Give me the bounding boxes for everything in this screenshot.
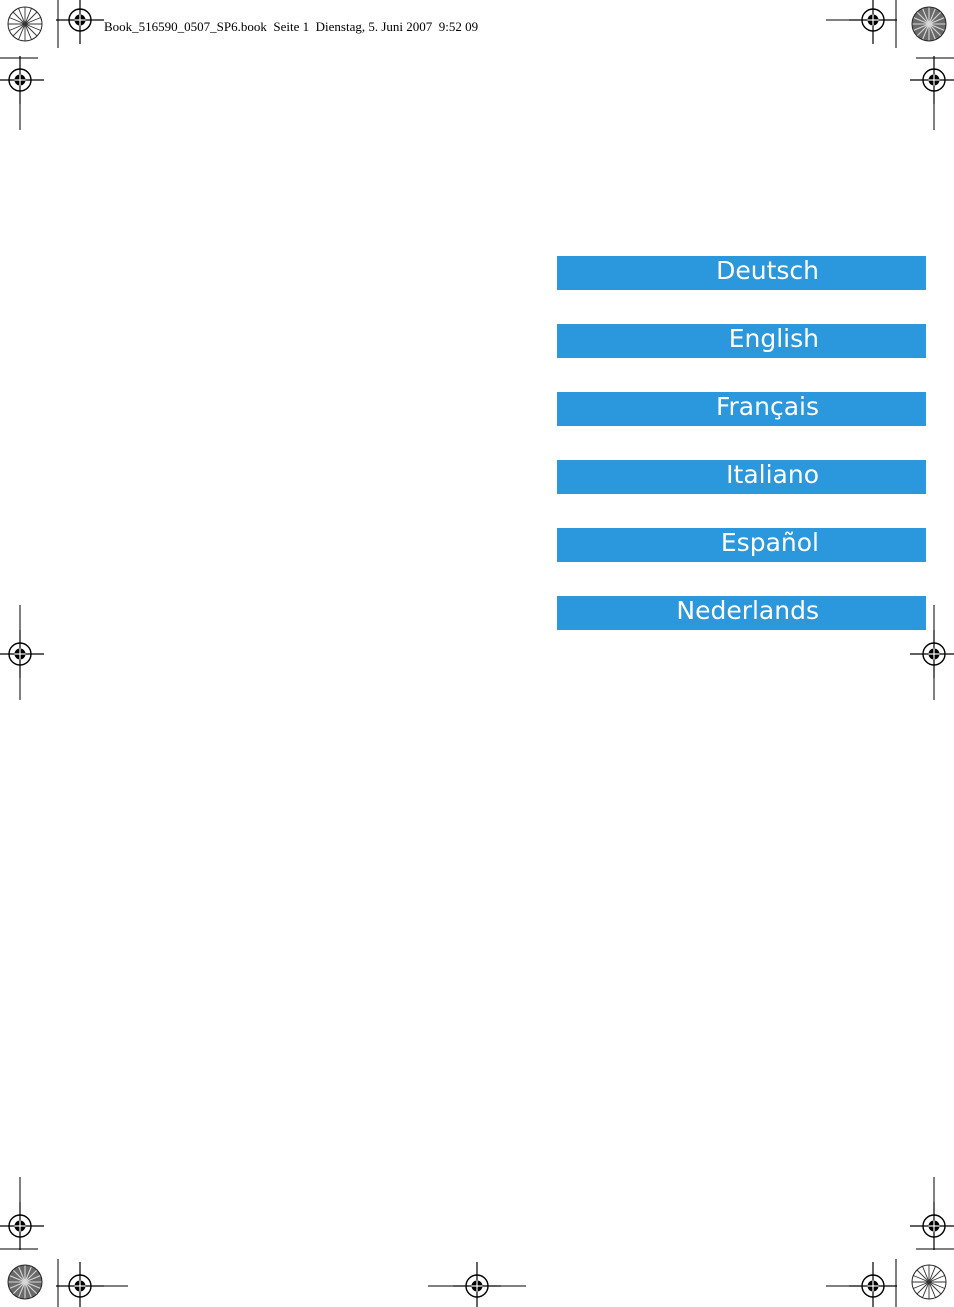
language-tab-nederlands[interactable]: Nederlands [557,596,926,630]
language-tab-francais[interactable]: Français [557,392,926,426]
language-tab-espanol[interactable]: Español [557,528,926,562]
registration-mark-icon [55,1261,105,1307]
registration-mark-icon [0,1201,45,1251]
language-tab-english[interactable]: English [557,324,926,358]
registration-mark-icon [909,629,954,679]
registration-mark-icon [909,55,954,105]
registration-mark-icon [0,55,45,105]
color-target-icon [911,6,947,42]
registration-mark-icon [452,1261,502,1307]
registration-mark-icon [848,1261,898,1307]
language-tab-deutsch[interactable]: Deutsch [557,256,926,290]
color-target-icon [7,6,43,42]
language-tab-italiano[interactable]: Italiano [557,460,926,494]
registration-mark-icon [55,0,105,45]
registration-mark-icon [909,1201,954,1251]
color-target-icon [911,1264,947,1300]
color-target-icon [7,1264,43,1300]
registration-mark-icon [848,0,898,45]
print-slug: Book_516590_0507_SP6.book Seite 1 Dienst… [104,19,479,34]
registration-mark-icon [0,629,45,679]
